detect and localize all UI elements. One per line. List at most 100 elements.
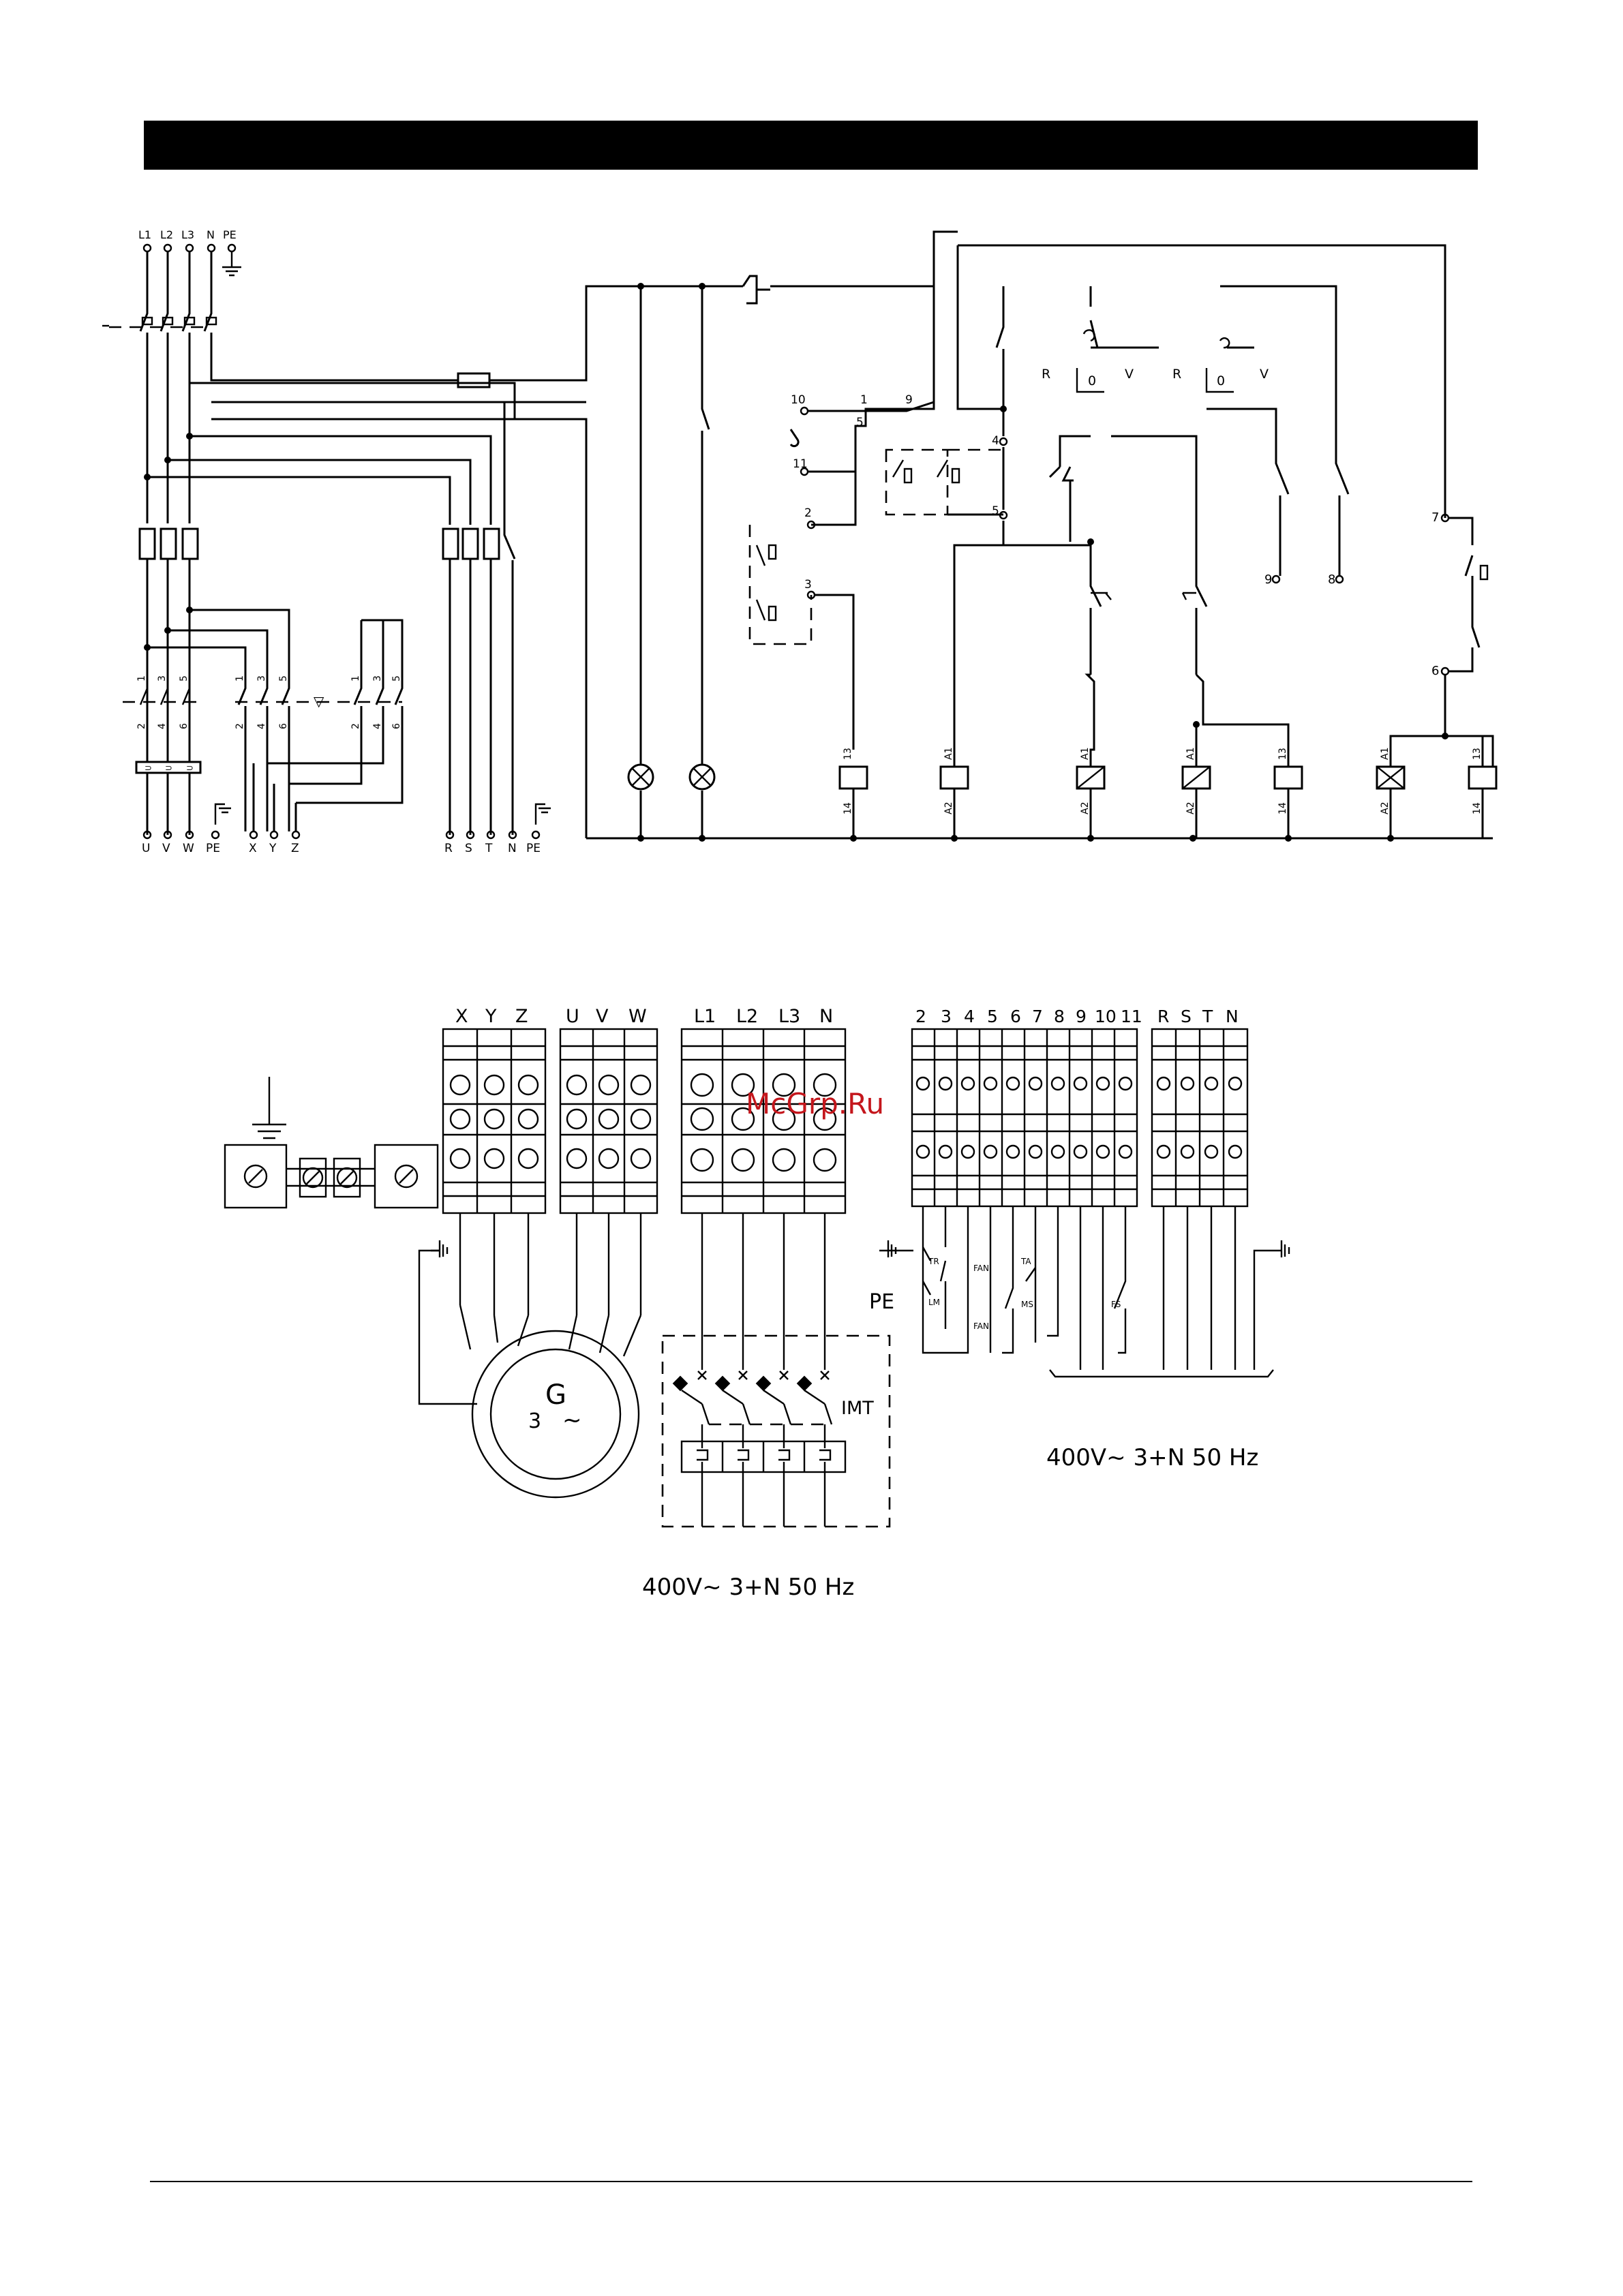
coil5-bottom: 14 [1277,802,1288,814]
generator-terminal-block [443,1029,657,1213]
sel-4: 4 [992,434,999,448]
k2-pole-3: 3 [256,675,267,682]
term-label-10: 10 [1095,1007,1117,1026]
k2-pole-1: 1 [234,675,245,682]
out-Y: Y [269,842,277,855]
term-label-3: 3 [941,1007,952,1026]
out-7: 7 [1431,510,1439,525]
switch-V-2: V [1260,367,1269,382]
coil3-bottom: A2 [1080,802,1091,814]
sensor-TA: TA [1020,1257,1031,1266]
k1-pole-5: 5 [179,675,189,682]
k1-pole-4: 4 [157,723,168,729]
term-label-5: 5 [987,1007,998,1026]
label-L1: L1 [138,228,151,241]
out-T: T [485,842,493,855]
switch-R-1: R [1042,367,1050,382]
out-S: S [465,842,472,855]
label-N: N [207,228,215,241]
mains-terminal-block [682,1029,845,1213]
control-terminal-block [912,1029,1247,1206]
term-label-W: W [628,1006,647,1027]
voltage-mains: 400V~ 3+N 50 Hz [642,1574,854,1601]
k1-pole-1: 1 [136,675,147,682]
out-V: V [162,842,170,855]
sel-1: 1 [860,393,868,407]
k2-pole-4: 4 [256,723,267,729]
term-label-8: 8 [1054,1007,1065,1026]
k3-pole-6: 6 [391,723,402,729]
sel-9: 9 [905,393,913,407]
label-L2: L2 [160,228,173,241]
coil6-bottom: A2 [1380,802,1391,814]
term-label-2: 2 [915,1007,926,1026]
switch-0-1: 0 [1088,373,1096,388]
term-label-4: 4 [964,1007,975,1026]
watermark: McGrp.Ru [746,1087,884,1120]
out-6: 6 [1431,664,1439,678]
coil6-top: A1 [1380,748,1391,760]
k1-pole-6: 6 [179,723,189,729]
coil2-bottom: A2 [943,802,954,814]
out-U: U [142,842,150,855]
out-aux-PE: PE [526,842,541,855]
out-PE: PE [206,842,220,855]
sensor-TR: TR [928,1257,939,1266]
term-label-X: X [455,1006,468,1027]
k3-pole-2: 2 [350,723,361,729]
term-label-U: U [566,1006,579,1027]
pe-label: PE [869,1290,894,1314]
power-schematic: L1 L2 L3 N PE [102,228,1496,855]
term-label-6: 6 [1010,1007,1021,1026]
out-N: N [508,842,517,855]
term-label-S: S [1181,1007,1192,1026]
label-L3: L3 [181,228,194,241]
k2-pole-5: 5 [278,675,289,682]
term-label-T: T [1202,1007,1213,1026]
term-label-N2: N [1226,1007,1239,1026]
switch-R-2: R [1172,367,1181,382]
overload-mark-1: ⊃ [145,763,152,774]
voltage-aux: 400V~ 3+N 50 Hz [1046,1444,1258,1471]
sel-10: 10 [791,393,806,407]
coil1-bottom: 14 [843,802,853,814]
coil1-top: 13 [843,748,853,760]
out-X: X [249,842,257,855]
switch-0-2: 0 [1217,373,1225,388]
sel-3: 3 [804,578,812,592]
out-W: W [183,842,194,855]
k1-pole-2: 2 [136,723,147,729]
breaker-imt: IMT [663,1336,890,1527]
sensor-MS: MS [1021,1300,1033,1309]
generator-phase: 3 [528,1409,541,1433]
out-Z: Z [291,842,299,855]
k3-pole-5: 5 [391,675,402,682]
coil4-top: A1 [1185,748,1196,760]
overload-mark-3: ⊃ [186,763,194,774]
generator: G 3 ~ [472,1331,639,1497]
coil7-bottom: 14 [1472,802,1483,814]
coil5-top: 13 [1277,748,1288,760]
coil7-top: 13 [1472,748,1483,760]
out-R: R [444,842,453,855]
term-label-7: 7 [1032,1007,1043,1026]
term-label-N: N [819,1006,833,1027]
earth-bar [225,1077,438,1208]
sensor-FS: FS [1111,1300,1121,1309]
generator-tilde: ~ [562,1407,582,1434]
sel-5: 5 [856,416,864,429]
out-9: 9 [1264,572,1272,587]
k3-pole-3: 3 [372,675,383,682]
term-label-Y: Y [485,1006,497,1027]
k3-pole-4: 4 [372,723,383,729]
k2-pole-2: 2 [234,723,245,729]
switch-V-1: V [1125,367,1134,382]
term-label-Z: Z [515,1006,528,1027]
label-PE: PE [223,228,237,241]
term-label-L3: L3 [778,1006,800,1027]
sel-2: 2 [804,506,812,520]
coil4-bottom: A2 [1185,802,1196,814]
sensor-FAN-2: FAN [973,1321,989,1331]
out-8: 8 [1328,572,1335,587]
